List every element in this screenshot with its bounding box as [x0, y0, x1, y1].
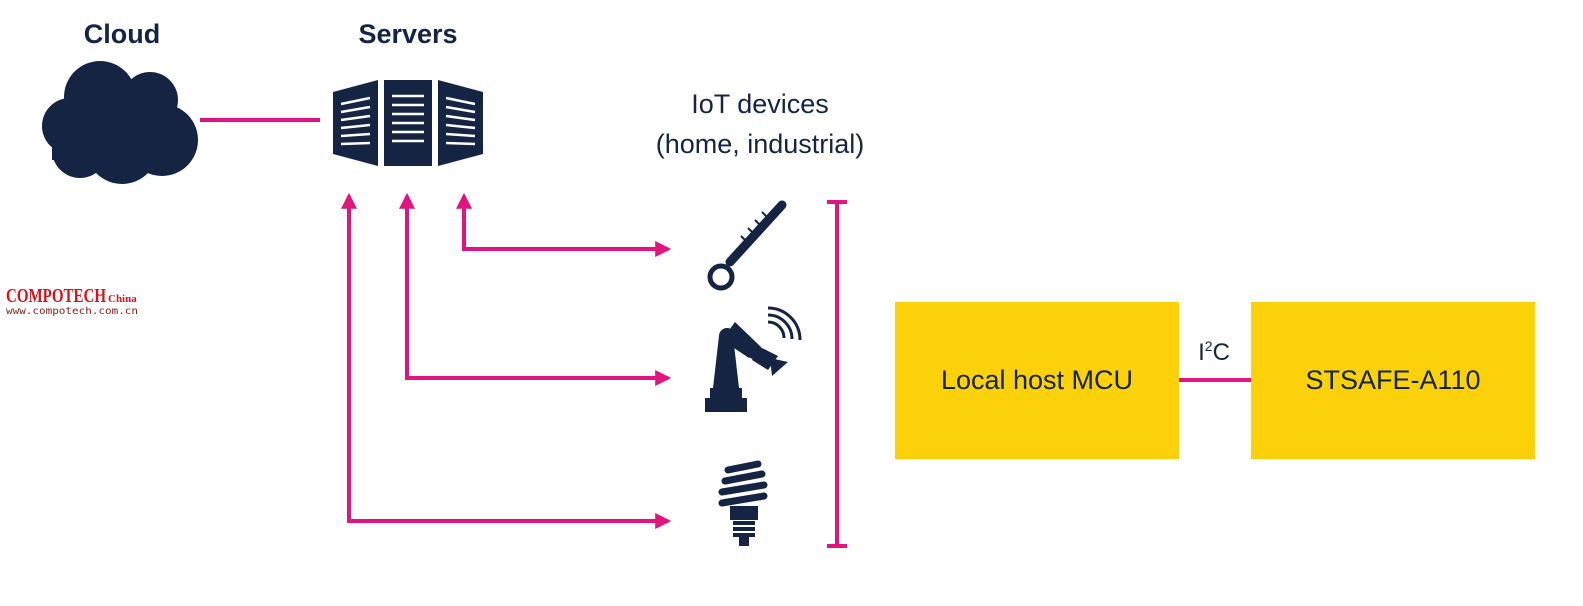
light-bulb-icon: [718, 460, 768, 546]
iot-devices-label: IoT devices: [691, 89, 829, 119]
cloud-label: Cloud: [84, 19, 160, 49]
thermometer-connector: [456, 192, 672, 257]
local-host-mcu-label: Local host MCU: [941, 365, 1133, 395]
watermark-suffix: China: [108, 293, 137, 305]
stsafe-a110-box: STSAFE-A110: [1251, 302, 1535, 459]
robot-connector: [399, 192, 672, 386]
bulb-connector: [341, 192, 672, 529]
compotech-watermark: COMPOTECH China www.compotech.com.cn: [6, 285, 138, 317]
thermometer-icon: [707, 200, 787, 291]
stsafe-a110-label: STSAFE-A110: [1305, 365, 1480, 395]
local-host-mcu-box: Local host MCU: [895, 302, 1179, 459]
device-group-bracket: [827, 200, 847, 548]
server-rack-icon: [333, 80, 483, 166]
i2c-label: I2C: [1198, 338, 1230, 366]
iot-devices-sublabel: (home, industrial): [656, 129, 865, 159]
cloud-icon: [42, 61, 198, 184]
servers-label: Servers: [358, 19, 457, 49]
robot-arm-icon: [705, 306, 802, 412]
watermark-url: www.compotech.com.cn: [6, 306, 138, 317]
watermark-main: COMPOTECH: [6, 285, 106, 307]
